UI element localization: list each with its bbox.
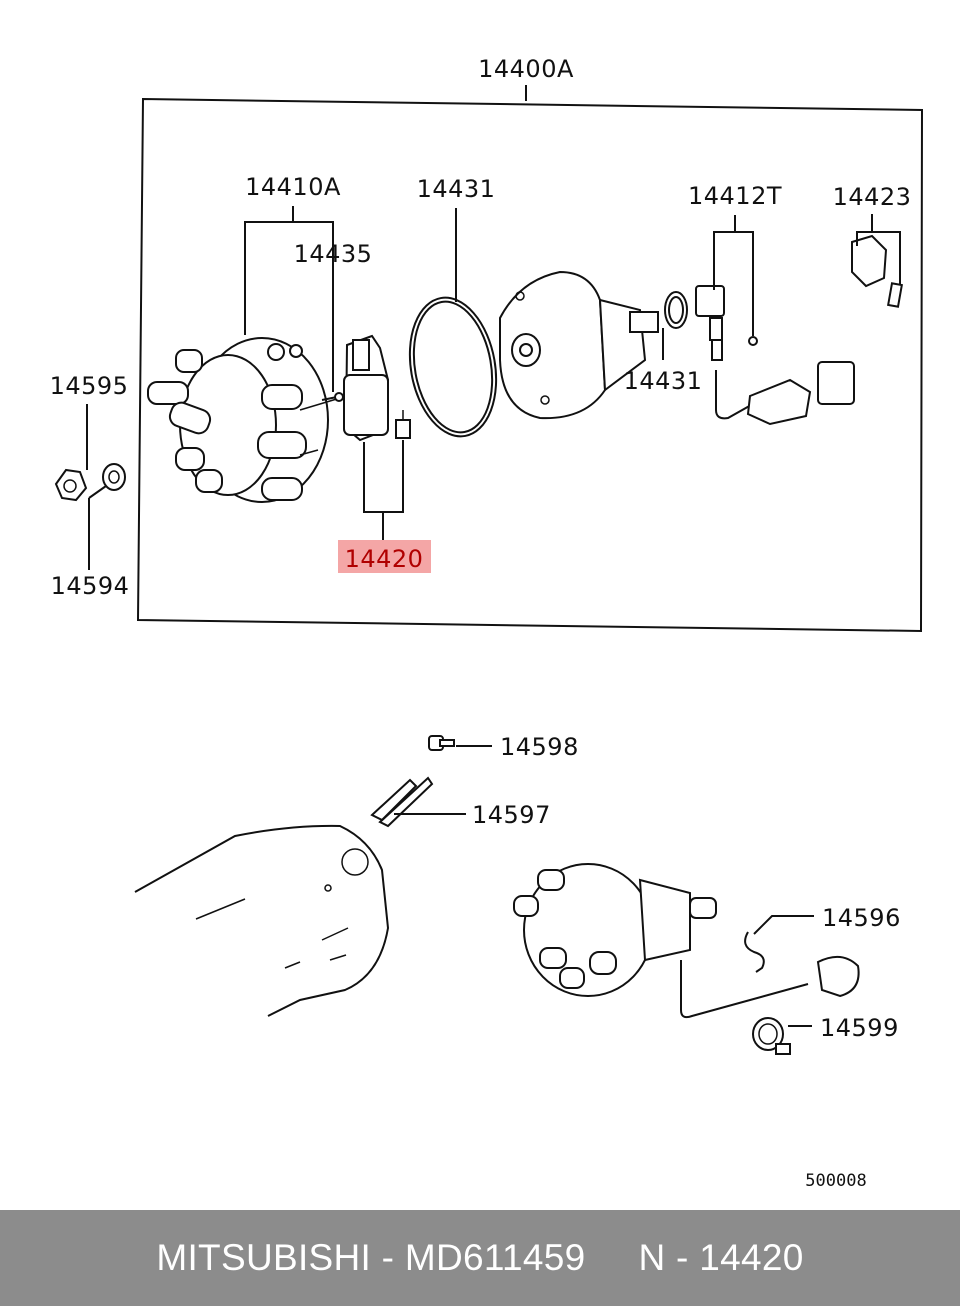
label-14599[interactable]: 14599 [820,1014,899,1042]
label-14431-small[interactable]: 14431 [624,367,703,395]
label-14431-top[interactable]: 14431 [417,175,496,203]
label-14410a[interactable]: 14410A [245,173,341,201]
rotor[interactable] [343,334,411,442]
bracket-clip[interactable] [370,776,434,828]
harness-clip[interactable] [744,931,765,973]
label-14412t[interactable]: 14412T [688,182,782,210]
label-14420[interactable]: 14420 [345,545,424,573]
o-ring-large[interactable] [399,291,506,443]
label-14597[interactable]: 14597 [472,801,551,829]
assembly-frame [136,97,924,633]
distributor-housing[interactable] [499,270,659,420]
label-14596[interactable]: 14596 [822,904,901,932]
diagram-code: 500008 [805,1171,866,1191]
rotor-highlight [338,540,431,573]
installed-distributor [513,863,860,1019]
bolt[interactable] [428,735,455,751]
o-ring-small[interactable] [664,291,688,329]
label-14423[interactable]: 14423 [833,183,912,211]
label-14598[interactable]: 14598 [500,733,579,761]
washer[interactable] [102,463,126,491]
footer-part-number: MITSUBISHI - MD611459 N - 14420 [156,1237,804,1278]
drive-gear[interactable] [851,234,903,308]
label-14400a[interactable]: 14400A [478,55,574,83]
crank-sensor[interactable] [695,285,855,426]
footer-bar: MITSUBISHI - MD611459 N - 14420 [0,1210,960,1306]
nut[interactable] [54,468,88,502]
distributor-cap[interactable] [147,337,341,503]
label-14595[interactable]: 14595 [50,372,129,400]
label-14435[interactable]: 14435 [294,240,373,268]
parts-diagram: 14400A 14410A 14435 14420 [50,55,924,1191]
engine-block [134,824,390,1017]
label-14594[interactable]: 14594 [51,572,130,600]
hose-clamp[interactable] [752,1017,791,1055]
